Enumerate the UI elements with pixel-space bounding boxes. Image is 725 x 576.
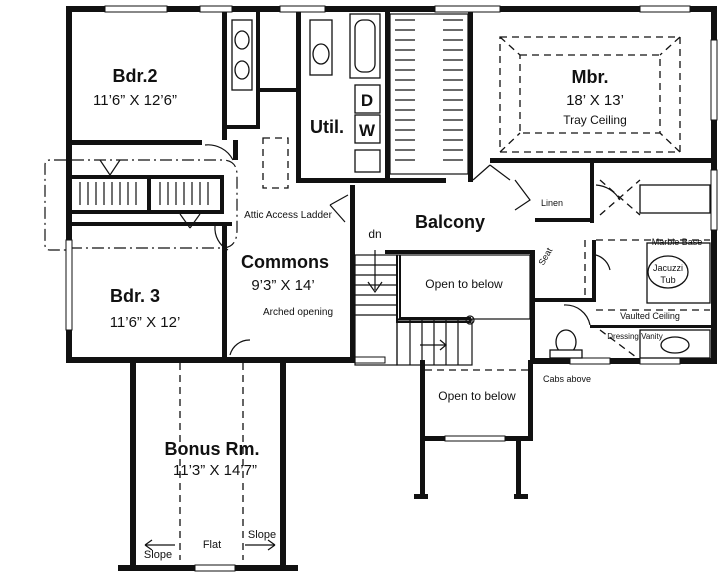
linen-note: Linen [541,198,563,208]
balcony-name: Balcony [415,212,485,232]
jacuzzi-note: Jacuzzi [653,263,683,273]
bonus-dims: 11’3” X 14’7” [173,462,257,479]
vaulted-note: Vaulted Ceiling [620,311,680,321]
bonus-name: Bonus Rm. [164,439,259,459]
tray-ceiling [499,36,681,153]
mbr-name: Mbr. [571,67,608,87]
mbr-ceiling: Tray Ceiling [563,113,627,127]
attic-note: Attic Access Ladder [244,210,332,221]
closet-shelving [79,13,469,205]
dryer-label: D [361,91,373,110]
bdr3-name: Bdr. 3 [110,286,160,306]
open-below-2: Open to below [438,389,516,403]
mbr-dims: 18’ X 13’ [566,92,624,109]
seat-note: Seat [536,246,554,267]
interior-walls [72,12,711,363]
slope-right-note: Slope [248,529,276,541]
attic-ladder-outline [262,137,289,189]
tub-note: Tub [660,275,675,285]
bath-fixtures [231,13,711,359]
commons-dims: 9’3” X 14’ [251,277,314,294]
bdr2-dims: 11’6” X 12’6” [93,92,177,109]
util-name: Util. [310,117,344,137]
slope-arrows [144,539,276,551]
marble-note: Marble Base [652,237,703,247]
dashed-lines [179,179,710,560]
bdr3-dims: 11’6” X 12’ [110,314,181,331]
stairs-dn: dn [368,227,381,241]
windows [65,5,718,572]
cabs-note: Cabs above [543,374,591,384]
bdr2-name: Bdr.2 [112,66,157,86]
slope-left-note: Slope [144,549,172,561]
stairs [354,250,531,366]
arched-note: Arched opening [263,307,333,318]
flat-note: Flat [203,539,221,551]
commons-name: Commons [241,252,329,272]
washer-label: W [359,121,376,140]
doors [99,144,621,356]
exterior-walls [66,6,717,571]
bump-out-line [44,159,238,251]
vanity-note: Dressing Vanity [607,332,662,341]
open-below-1: Open to below [425,277,503,291]
